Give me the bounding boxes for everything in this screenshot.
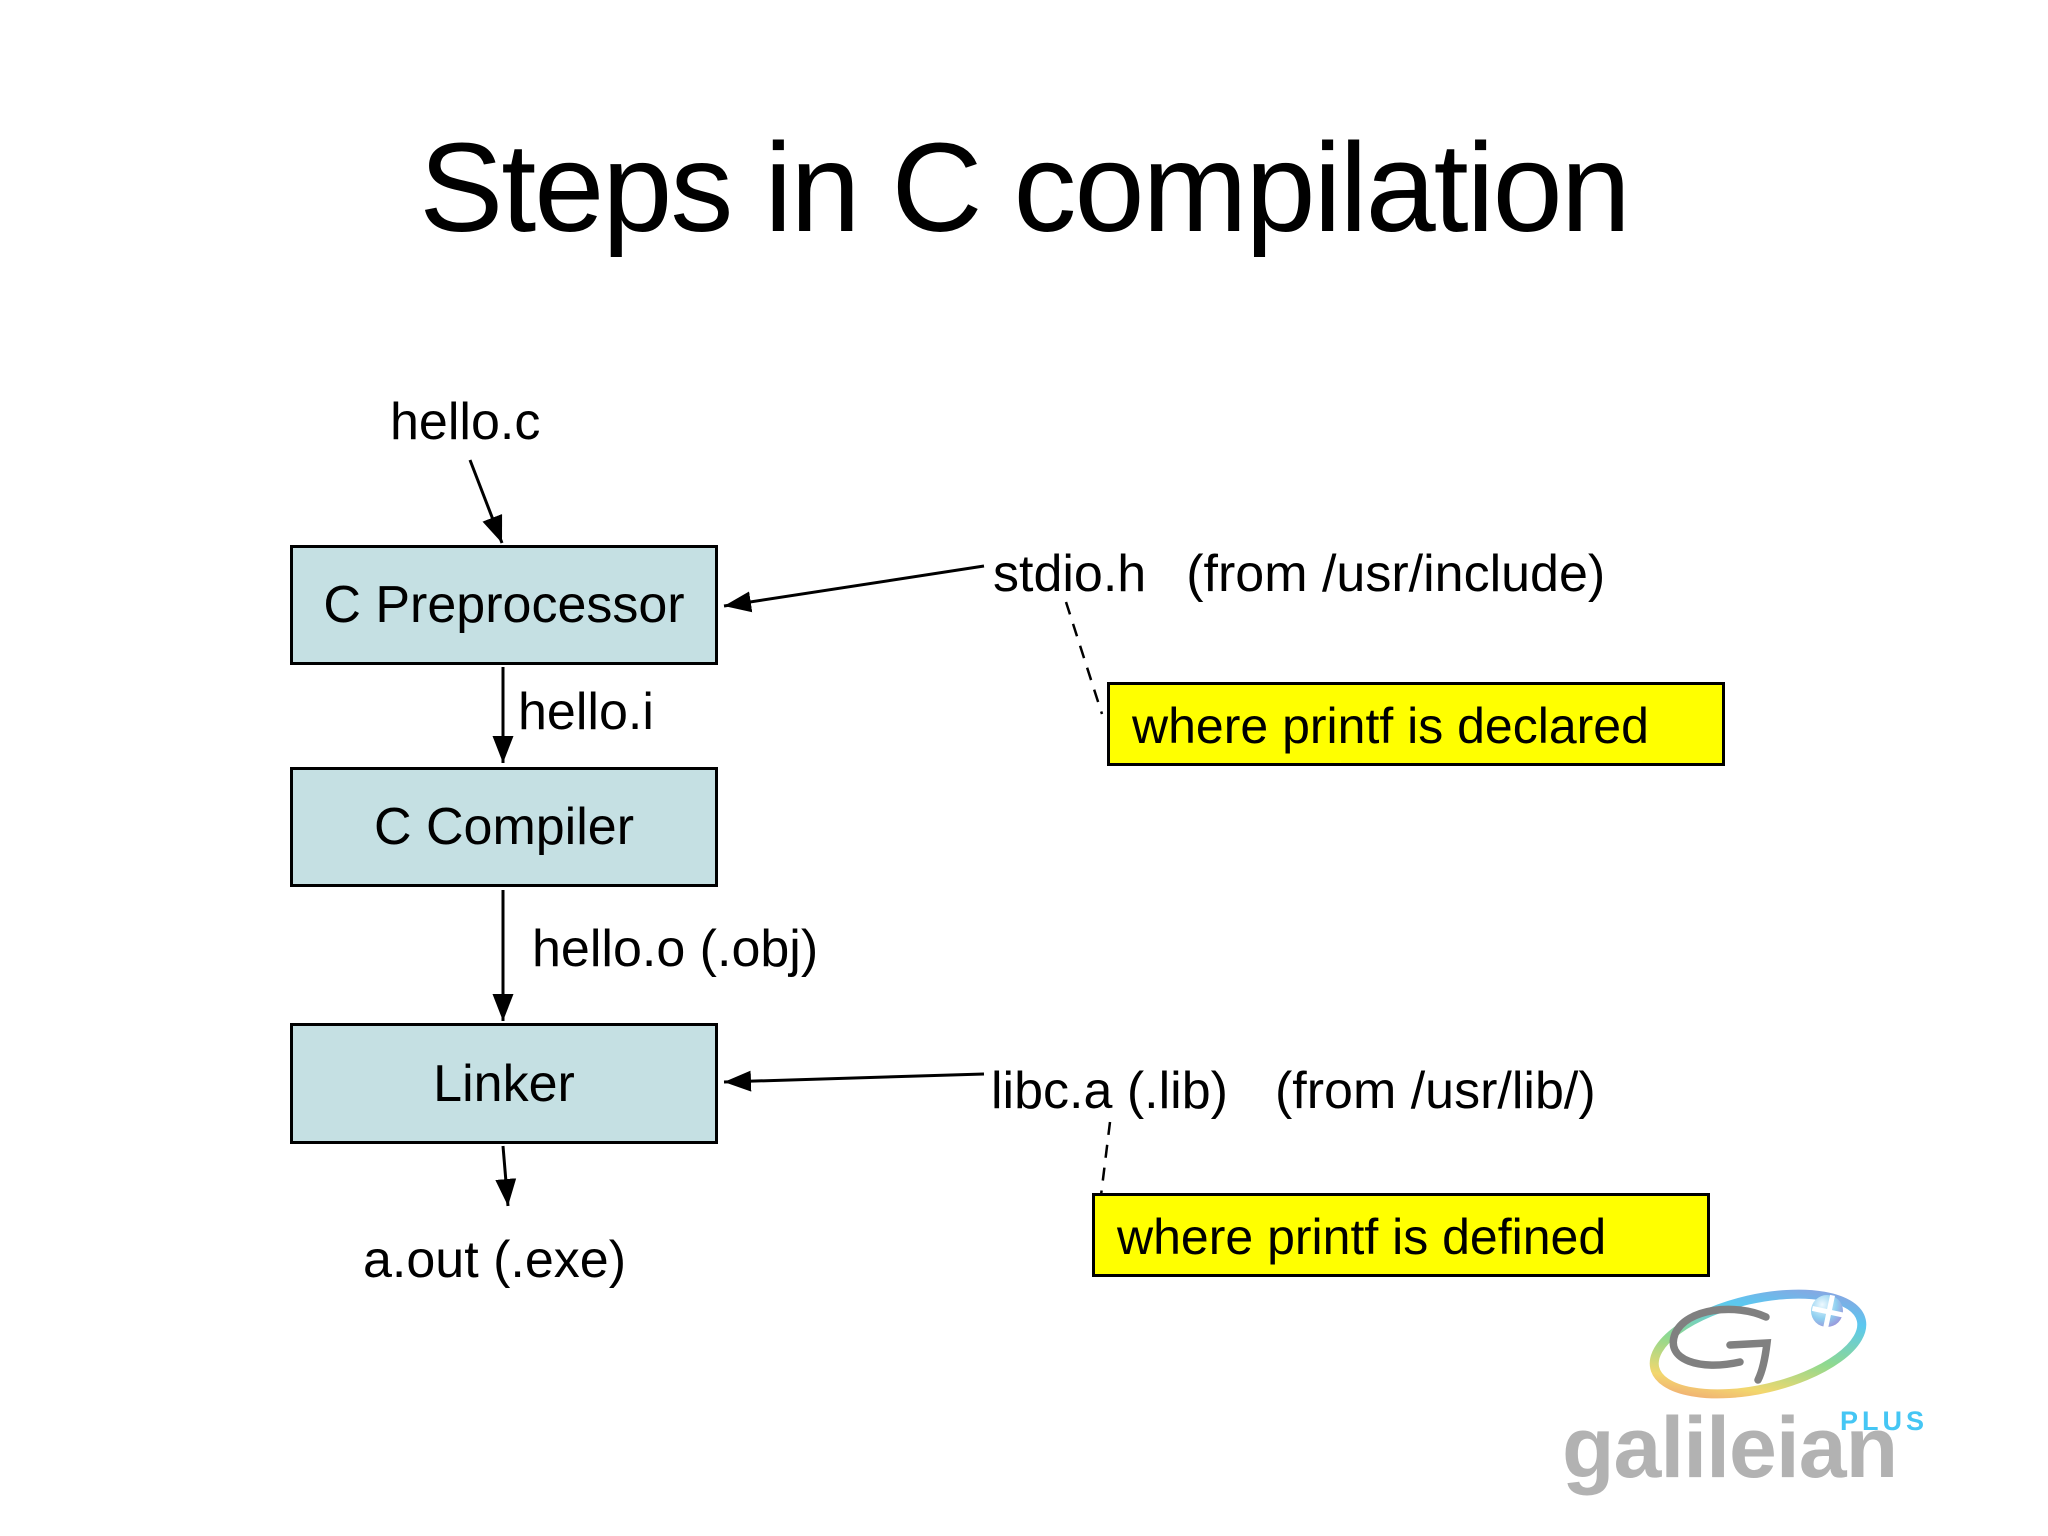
logo-orbit-ring <box>1649 1289 1867 1399</box>
label-libc-file: libc.a (.lib) <box>991 1062 1228 1120</box>
label-hello-c: hello.c <box>390 393 541 451</box>
leader-stdio-to-note <box>1064 601 1104 715</box>
label-stdio-source: (from /usr/include) <box>1186 545 1606 603</box>
label-hello-o: hello.o (.obj) <box>532 920 819 978</box>
label-hello-i: hello.i <box>518 683 654 741</box>
arrow-libc-to-linker <box>723 1070 985 1092</box>
note-printf-declared-text: where printf is declared <box>1132 698 1649 754</box>
logo-plus-cross <box>1811 1294 1847 1330</box>
label-a-out: a.out (.exe) <box>363 1231 627 1289</box>
arrow-linker-to-aout <box>495 1145 517 1207</box>
logo-art <box>1649 1289 1867 1399</box>
note-printf-defined: where printf is defined <box>1092 1193 1710 1277</box>
logo-wordmark-plus: PLUS <box>1840 1406 1929 1436</box>
logo-g-glyph <box>1669 1305 1770 1369</box>
logo-plus-ball <box>1811 1295 1843 1327</box>
arrow-stdio-to-preprocessor <box>723 564 985 613</box>
box-linker-label: Linker <box>433 1054 575 1113</box>
arrow-helloc-to-preprocessor <box>468 459 504 544</box>
box-c-preprocessor-label: C Preprocessor <box>323 576 685 634</box>
box-linker: Linker <box>290 1023 718 1144</box>
label-libc: libc.a (.lib) (from /usr/lib/) <box>991 1062 1596 1120</box>
box-c-compiler-label: C Compiler <box>373 798 635 856</box>
logo-g-glyph-tail <box>1726 1339 1772 1384</box>
label-stdio-file: stdio.h <box>993 545 1147 603</box>
box-c-compiler: C Compiler <box>290 767 718 887</box>
box-c-preprocessor: C Preprocessor <box>290 545 718 665</box>
note-printf-declared: where printf is declared <box>1107 682 1725 766</box>
label-libc-source: (from /usr/lib/) <box>1274 1062 1596 1120</box>
note-printf-defined-text: where printf is defined <box>1117 1209 1607 1265</box>
label-stdio: stdio.h (from /usr/include) <box>993 545 1606 603</box>
slide-title: Steps in C compilation <box>419 117 1631 258</box>
logo-wordmark: galileian <box>1562 1400 1898 1496</box>
